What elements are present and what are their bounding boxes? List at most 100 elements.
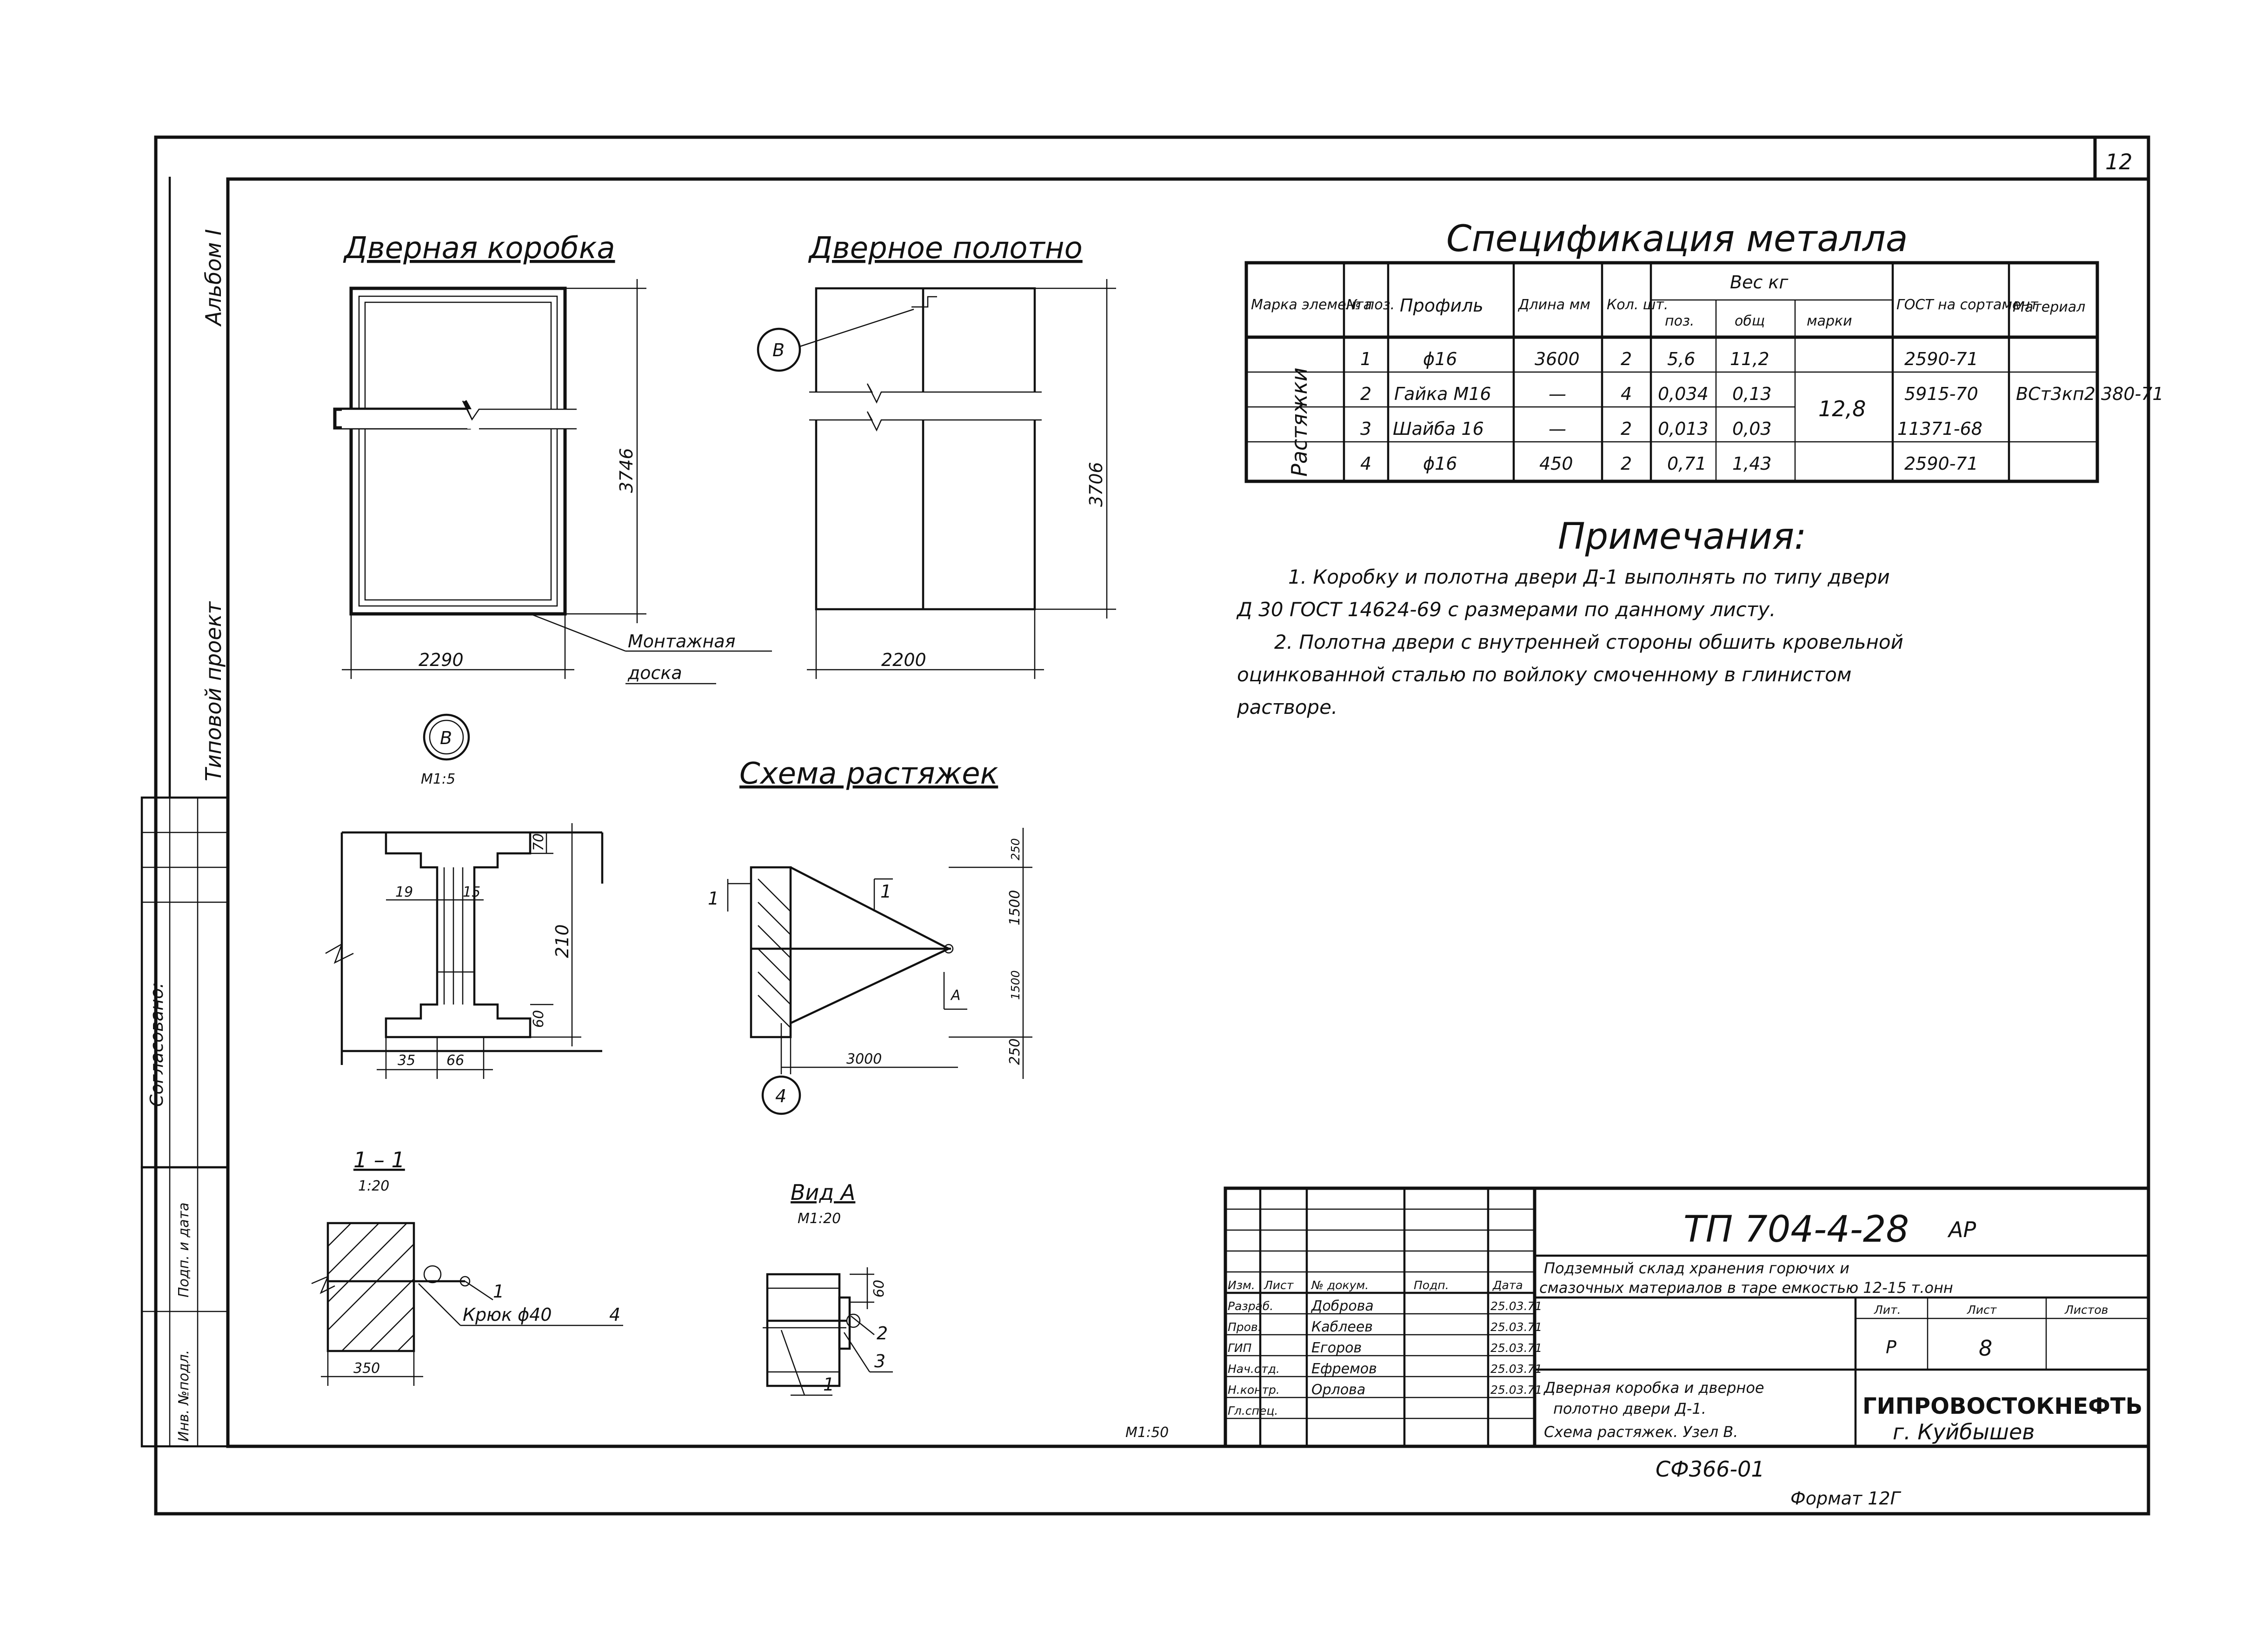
notes-block: Примечания: 1. Коробку и полотна двери Д… <box>1236 516 1903 719</box>
stamp-object-2: смазочных материалов в таре емкостью 12-… <box>1539 1279 1953 1297</box>
view-a-pos-1: 1 <box>823 1374 834 1395</box>
spec-h-gost: ГОСТ на сортамент <box>1896 297 2039 313</box>
spec-cell-wtotal: 1,43 <box>1732 453 1772 474</box>
view-a-dim: 60 <box>871 1280 887 1298</box>
notes-title: Примечания: <box>1558 516 1806 558</box>
node-b-dim-2: 15 <box>463 884 480 900</box>
spec-cell-wpos: 0,013 <box>1658 419 1709 439</box>
spec-h-pos: № поз. <box>1345 297 1395 313</box>
stamp-name: Орлова <box>1311 1382 1365 1398</box>
spec-cell-gost: 5915-70 <box>1904 384 1978 404</box>
spec-cell-wpos: 0,71 <box>1667 453 1707 474</box>
spec-h-qty: Кол. шт. <box>1607 297 1668 313</box>
schema-dim-4: 3000 <box>846 1051 882 1067</box>
section-dim: 350 <box>353 1360 380 1377</box>
stamp-org: ГИПРОВОСТОКНЕФТЬ <box>1862 1393 2142 1419</box>
stamp-object-1: Подземный склад хранения горючих и <box>1544 1259 1849 1277</box>
spec-cell-length: 450 <box>1539 453 1573 474</box>
spec-cell-profile: Шайба 16 <box>1393 419 1484 439</box>
spec-h-material: Материал <box>2013 299 2085 315</box>
board-label-2: доска <box>627 663 682 683</box>
spec-cell-pos: 2 <box>1360 384 1371 404</box>
schema-dim-1: 1500 <box>1007 890 1023 925</box>
stamp-date: 25.03.71 <box>1490 1320 1542 1334</box>
note-line: растворе. <box>1237 696 1337 719</box>
spec-material: ВСт3кп2 380-71 <box>2016 384 2164 404</box>
node-b-scale: М1:5 <box>421 771 455 787</box>
spec-row: 1 ϕ16 3600 2 5,6 11,2 2590-71 <box>1360 349 1978 369</box>
spec-mark-weight: 12,8 <box>1818 396 1866 421</box>
spec-cell-qty: 2 <box>1621 419 1632 439</box>
stamp-sheets-h: Листов <box>2064 1303 2108 1317</box>
stamp-lit-h: Лит. <box>1874 1303 1901 1317</box>
door-frame-view: Дверная коробка 2290 3746 Монтажная доск… <box>333 231 772 685</box>
spec-cell-gost: 11371-68 <box>1897 419 1982 439</box>
title-block: Изм. Лист № докум. Подп. Дата Разраб. До… <box>1224 1186 2150 1448</box>
spec-h-mark: Марка элемента <box>1251 297 1372 313</box>
stamp-name: Доброва <box>1310 1298 1374 1314</box>
schema-view-mark: А <box>950 987 961 1004</box>
stamp-name: Егоров <box>1311 1340 1362 1356</box>
spec-cell-pos: 4 <box>1360 453 1371 474</box>
stamp-role: Н.контр. <box>1228 1383 1280 1397</box>
stamp-city: г. Куйбышев <box>1893 1419 2035 1444</box>
section-hook: Крюк ϕ40 <box>463 1304 552 1325</box>
scale-note: М1:50 <box>1125 1424 1169 1441</box>
spec-h-wpos: поз. <box>1665 313 1694 329</box>
door-leaf-dim-width: 2200 <box>881 650 926 670</box>
spec-row: 2 Гайка М16 — 4 0,034 0,13 5915-70 <box>1360 384 1978 404</box>
note-line: оцинкованной сталью по войлоку смоченном… <box>1237 663 1851 686</box>
section-pos: 1 <box>493 1281 504 1302</box>
schema-dim-0: 250 <box>1009 838 1022 860</box>
spec-table: Спецификация металла Марка элемента № по… <box>1244 218 2164 483</box>
stamp-sheet-title-1: Дверная коробка и дверное <box>1543 1379 1764 1397</box>
node-b-dim-6: 66 <box>446 1052 464 1069</box>
format-label: Формат 12Г <box>1790 1488 1902 1509</box>
stamp-h-list: Лист <box>1264 1278 1294 1292</box>
spec-cell-wpos: 0,034 <box>1658 384 1709 404</box>
schema-view: Схема растяжек 1 1 А 4 250 1500 1500 250… <box>708 757 1032 1115</box>
stamp-role: Нач.отд. <box>1228 1362 1280 1376</box>
stamp-list-h: Лист <box>1967 1303 1997 1317</box>
stamp-role: ГИП <box>1228 1341 1252 1355</box>
board-label-1: Монтажная <box>628 631 736 652</box>
spec-cell-wtotal: 11,2 <box>1730 349 1769 369</box>
schema-section-right: 1 <box>880 881 891 902</box>
spec-cell-gost: 2590-71 <box>1904 453 1978 474</box>
spec-h-wmark: марки <box>1807 313 1852 329</box>
note-line: 1. Коробку и полотна двери Д-1 выполнять… <box>1288 566 1890 588</box>
stamp-date: 25.03.71 <box>1490 1299 1542 1313</box>
side-field-inv: Инв. №подл. <box>176 1350 192 1442</box>
spec-cell-length: — <box>1549 419 1566 439</box>
node-b-dim-4: 60 <box>531 1010 547 1028</box>
spec-h-length: Длина мм <box>1517 297 1590 313</box>
door-leaf-view: Дверное полотно В 2200 3706 <box>757 231 1116 679</box>
stamp-h-izm: Изм. <box>1228 1278 1255 1292</box>
view-a-title: Вид А <box>791 1180 855 1205</box>
schema-title: Схема растяжек <box>739 757 998 791</box>
door-frame-title: Дверная коробка <box>343 231 615 266</box>
spec-group: Растяжки <box>1287 367 1312 477</box>
agreed-label: Согласовано: <box>146 982 167 1107</box>
node-b-dim-0: 70 <box>531 833 547 851</box>
project-type-label: Типовой проект <box>201 601 226 781</box>
note-line: 2. Полотна двери с внутренней стороны об… <box>1274 631 1903 653</box>
stamp-code: ТП 704-4-28 <box>1683 1209 1909 1251</box>
schema-pos: 4 <box>775 1086 786 1106</box>
spec-cell-profile: ϕ16 <box>1423 349 1457 369</box>
note-line: Д 30 ГОСТ 14624-69 с размерами по данном… <box>1236 598 1776 621</box>
view-a-scale: М1:20 <box>798 1211 841 1227</box>
spec-cell-wtotal: 0,13 <box>1732 384 1772 404</box>
spec-cell-qty: 4 <box>1621 384 1632 404</box>
spec-cell-wpos: 5,6 <box>1667 349 1695 369</box>
spec-row: 3 Шайба 16 — 2 0,013 0,03 11371-68 <box>1360 419 1982 439</box>
schema-dim-3: 250 <box>1007 1038 1023 1065</box>
spec-row: 4 ϕ16 450 2 0,71 1,43 2590-71 <box>1360 453 1978 474</box>
section-hook-pos: 4 <box>609 1304 620 1325</box>
spec-cell-wtotal: 0,03 <box>1732 419 1772 439</box>
schema-dim-2: 1500 <box>1009 970 1022 1000</box>
spec-h-profile: Профиль <box>1400 295 1483 316</box>
outer-frame <box>154 135 2150 1516</box>
side-field-sign: Подп. и дата <box>176 1203 192 1298</box>
